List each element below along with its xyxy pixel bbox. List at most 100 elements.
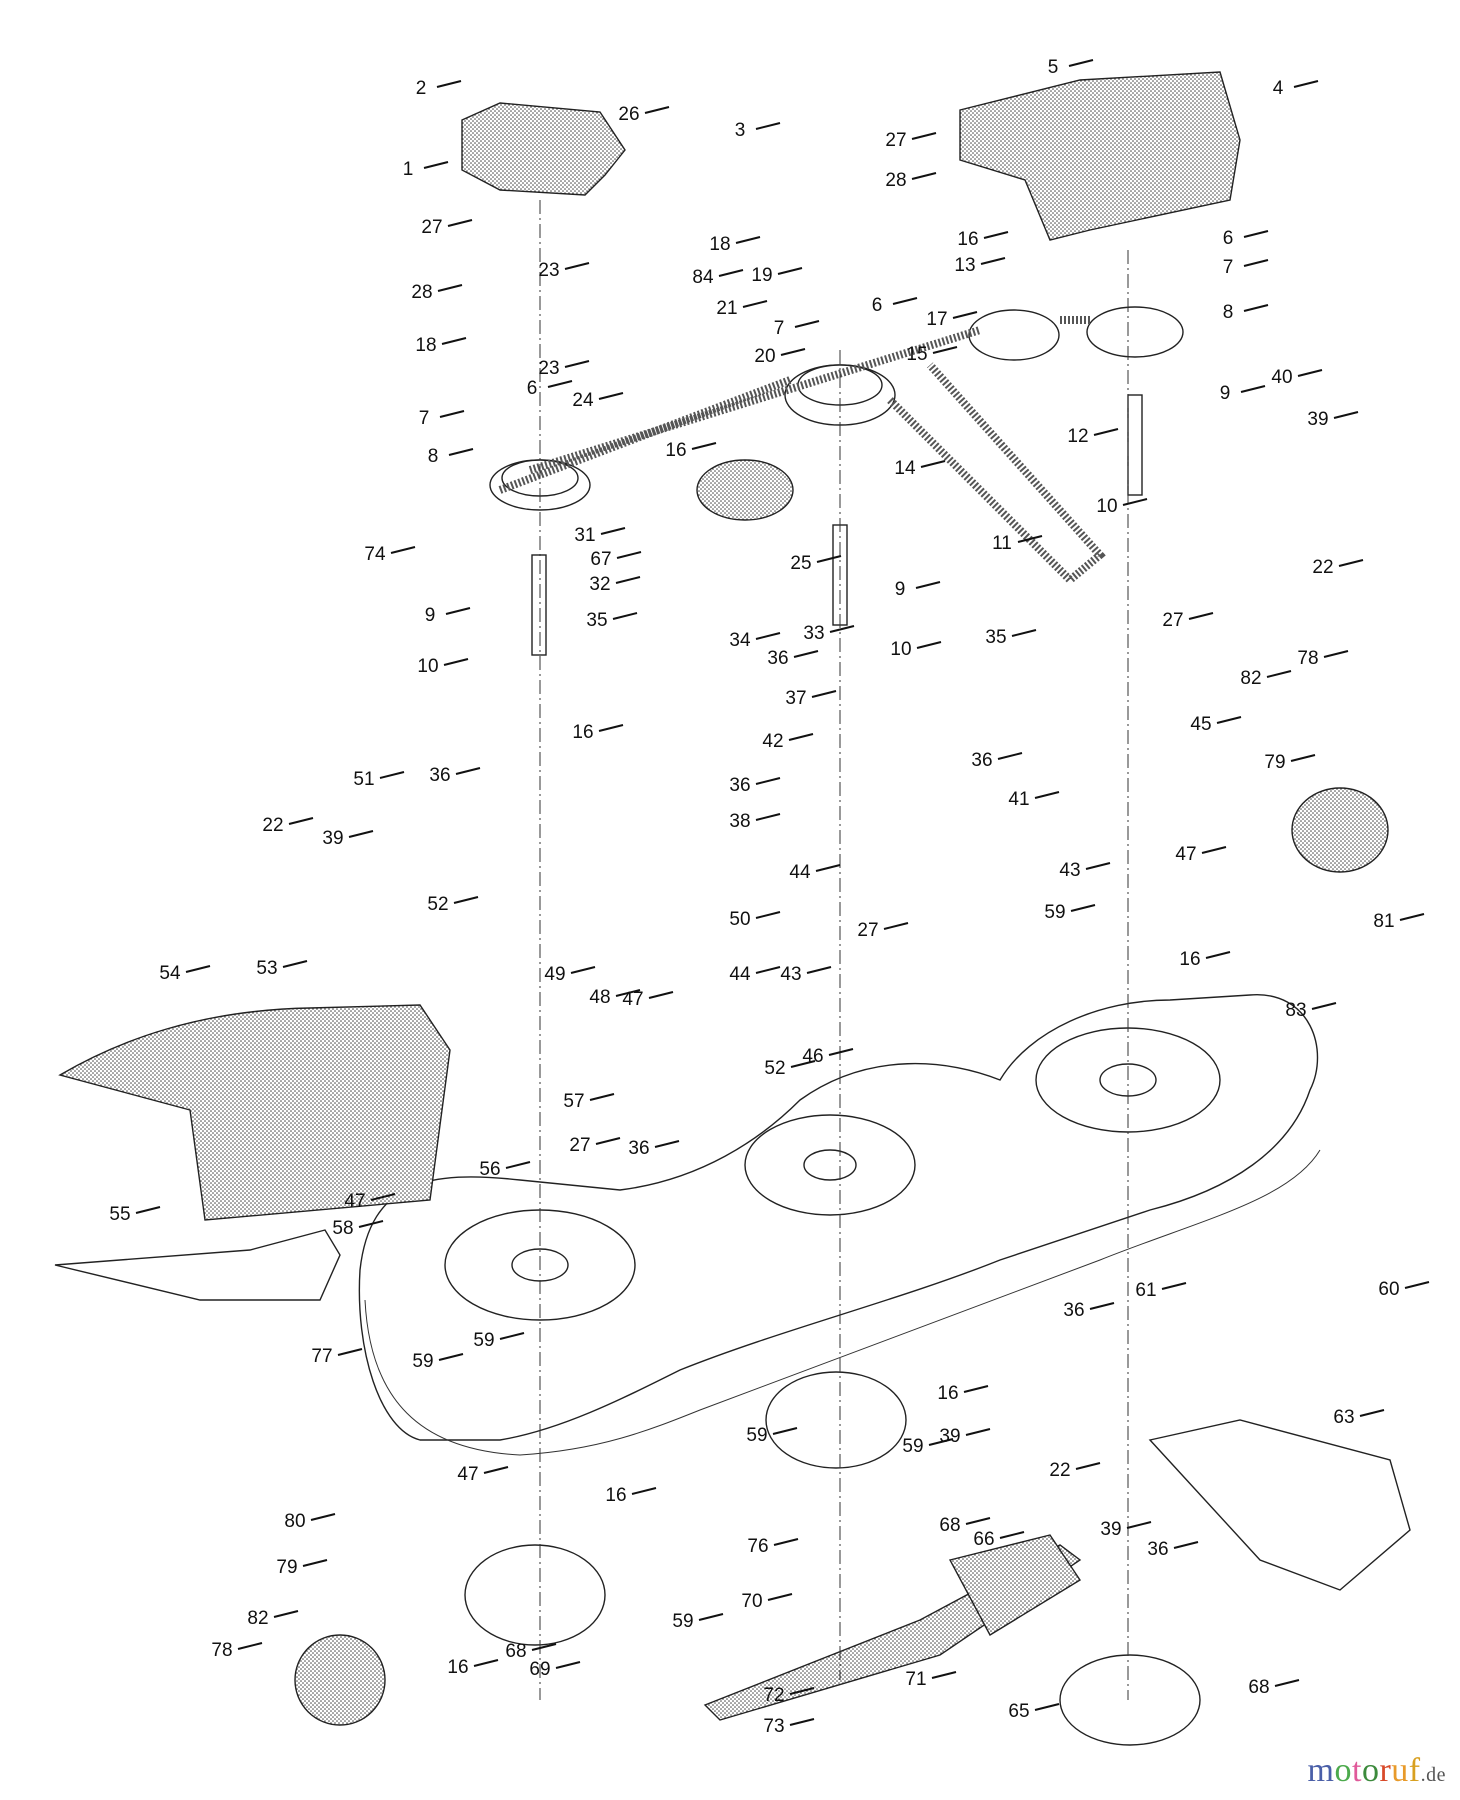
leader-line (816, 555, 842, 563)
part-callout-14: 14 (894, 458, 916, 479)
leader-line (815, 864, 841, 872)
wheel-plate-68c (1059, 1654, 1201, 1746)
motoruf-logo: motoruf.de (1308, 1752, 1446, 1790)
belt-15 (498, 316, 1090, 494)
leader-line (755, 911, 781, 919)
leader-line (789, 1718, 815, 1726)
leader-line (1188, 612, 1214, 620)
leader-line (1216, 716, 1242, 724)
leader-line (1034, 791, 1060, 799)
leader-line (455, 767, 481, 775)
part-callout-82: 82 (1240, 668, 1261, 689)
part-callout-9: 9 (1220, 383, 1231, 404)
part-callout-9: 9 (895, 579, 906, 600)
part-callout-16: 16 (572, 722, 593, 743)
part-callout-39: 39 (322, 828, 343, 849)
part-callout-27: 27 (421, 217, 442, 238)
leader-line (439, 410, 465, 418)
leader-line (443, 658, 469, 666)
part-callout-5: 5 (1048, 57, 1059, 78)
part-callout-6: 6 (527, 378, 538, 399)
leader-line (447, 219, 473, 227)
part-callout-39: 39 (1100, 1519, 1121, 1540)
leader-line (1293, 80, 1319, 88)
leader-line (1359, 1409, 1385, 1417)
part-callout-36: 36 (729, 775, 750, 796)
leader-line (1017, 535, 1043, 543)
part-callout-7: 7 (774, 318, 785, 339)
part-callout-6: 6 (1223, 228, 1234, 249)
deck-lower-edge (364, 1149, 1321, 1456)
part-callout-39: 39 (1307, 409, 1328, 430)
part-callout-71: 71 (905, 1669, 926, 1690)
part-callout-22: 22 (1049, 1460, 1070, 1481)
part-callout-22: 22 (1312, 557, 1333, 578)
leader-line (928, 1438, 954, 1446)
part-callout-31: 31 (574, 525, 595, 546)
part-callout-25: 25 (790, 553, 811, 574)
part-callout-10: 10 (890, 639, 911, 660)
part-callout-58: 58 (332, 1218, 353, 1239)
part-callout-60: 60 (1378, 1279, 1399, 1300)
part-callout-84: 84 (692, 267, 714, 288)
leader-line (920, 460, 946, 468)
part-callout-4: 4 (1273, 78, 1284, 99)
roller-65 (948, 1534, 1081, 1636)
part-callout-38: 38 (729, 811, 750, 832)
leader-line (1011, 629, 1037, 637)
leader-line (598, 724, 624, 732)
leader-line (806, 966, 832, 974)
wheel-plate-68a (464, 1544, 606, 1646)
part-callout-48: 48 (589, 987, 610, 1008)
part-callout-77: 77 (311, 1346, 332, 1367)
part-callout-41: 41 (1008, 789, 1029, 810)
part-callout-36: 36 (429, 765, 450, 786)
leader-line (564, 360, 590, 368)
part-callout-19: 19 (751, 265, 772, 286)
leader-line (883, 922, 909, 930)
part-callout-44: 44 (729, 964, 751, 985)
leader-line (644, 106, 670, 114)
part-callout-15: 15 (906, 344, 927, 365)
leader-line (1205, 951, 1231, 959)
part-callout-59: 59 (672, 1611, 693, 1632)
part-callout-59: 59 (473, 1330, 494, 1351)
leader-line (448, 448, 474, 456)
leader-line (438, 1353, 464, 1361)
part-callout-16: 16 (447, 1657, 468, 1678)
part-callout-36: 36 (628, 1138, 649, 1159)
leader-line (1126, 1521, 1152, 1529)
part-callout-27: 27 (885, 130, 906, 151)
leader-line (980, 257, 1006, 265)
leader-line (755, 813, 781, 821)
leader-line (654, 1140, 680, 1148)
spindle-hole-center (803, 1149, 857, 1181)
part-callout-16: 16 (957, 229, 978, 250)
leader-line (811, 690, 837, 698)
leader-line (1243, 304, 1269, 312)
part-callout-46: 46 (802, 1046, 823, 1067)
leader-line (777, 267, 803, 275)
logo-letter: m (1307, 1752, 1335, 1789)
logo-letter: o (1334, 1752, 1352, 1789)
leader-line (773, 1538, 799, 1546)
leader-line (453, 896, 479, 904)
spindle-right (1127, 394, 1143, 496)
part-callout-61: 61 (1135, 1280, 1156, 1301)
part-callout-50: 50 (729, 909, 750, 930)
leader-line (829, 625, 855, 633)
part-callout-68: 68 (1248, 1677, 1269, 1698)
deflector-55 (54, 1229, 341, 1301)
part-callout-66: 66 (973, 1529, 994, 1550)
leader-line (767, 1593, 793, 1601)
leader-line (952, 311, 978, 319)
leader-line (735, 236, 761, 244)
leader-line (185, 965, 211, 973)
leader-line (505, 1161, 531, 1169)
leader-line (1243, 259, 1269, 267)
leader-line (423, 161, 449, 169)
leader-line (370, 1193, 396, 1201)
part-callout-27: 27 (569, 1135, 590, 1156)
leader-line (483, 1466, 509, 1474)
logo-letter: u (1391, 1752, 1409, 1789)
